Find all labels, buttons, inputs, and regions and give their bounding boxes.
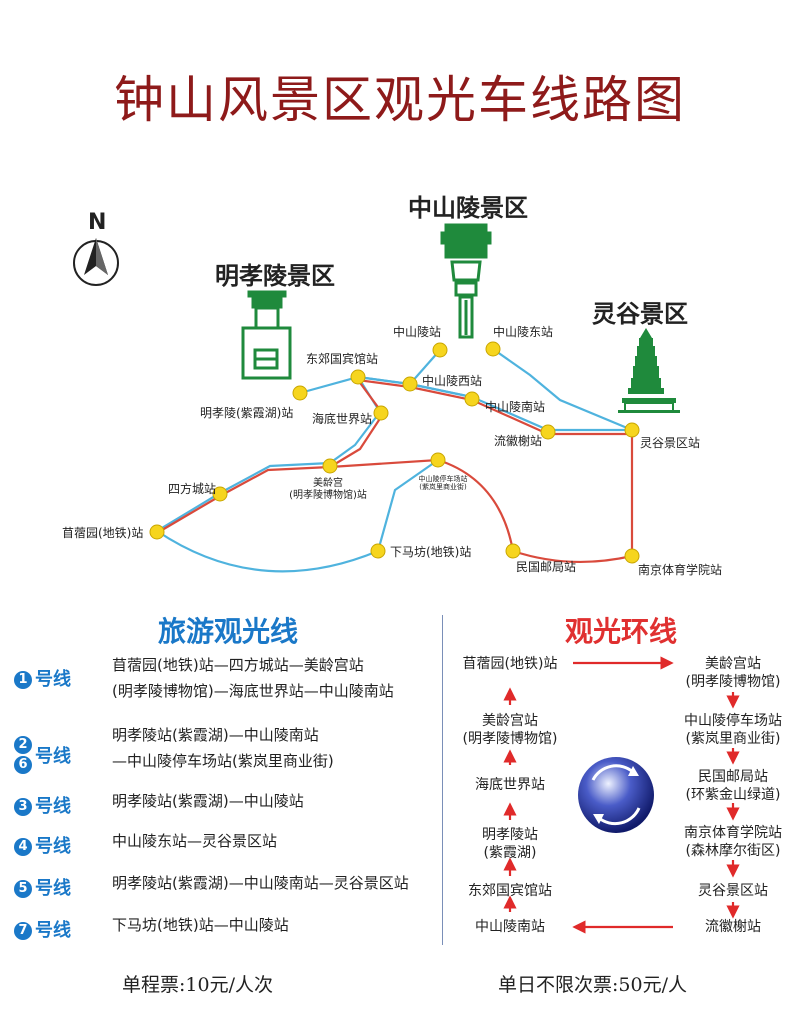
page-title: 钟山风景区观光车线路图 [114, 71, 686, 129]
north-arrow-icon [73, 238, 119, 286]
line-number: 1 [14, 671, 32, 689]
line-number: 7 [14, 922, 32, 940]
line-number: 6 [14, 756, 32, 774]
line-route-text: 中山陵东站—灵谷景区站 [112, 832, 278, 850]
loop-station: 民国邮局站 (环紫金山绿道) [685, 769, 781, 803]
station-meiling: 美龄宫 (明孝陵博物馆)站 [289, 478, 367, 501]
loop-station: 中山陵停车场站 (紫岚里商业街) [684, 713, 782, 747]
area-mingxiaoling: 明孝陵景区 [215, 262, 335, 290]
line-number: 3 [14, 798, 32, 816]
station-xiamafang: 下马坊(地铁)站 [390, 545, 472, 559]
zhongshanling-mausoleum-icon [440, 223, 492, 339]
line-label: 号线 [35, 878, 71, 899]
station-linggu: 灵谷景区站 [640, 436, 701, 450]
area-linggu: 灵谷景区 [592, 300, 688, 328]
area-zhongshanling: 中山陵景区 [408, 194, 528, 222]
fare-day: 单日不限次票:50元/人 [498, 974, 687, 996]
station-sports: 南京体育学院站 [638, 563, 723, 577]
line-route-text: (明孝陵博物馆)—海底世界站—中山陵南站 [112, 682, 394, 700]
station-post: 民国邮局站 [516, 560, 577, 574]
loop-station: 中山陵南站 [475, 919, 545, 935]
line-route-text: 明孝陵站(紫霞湖)—中山陵站 [112, 792, 304, 810]
loop-station: 灵谷景区站 [698, 883, 768, 899]
line-route-text: 下马坊(地铁)站—中山陵站 [112, 916, 289, 934]
loop-station: 南京体育学院站 (森林摩尔街区) [684, 825, 782, 859]
line-label: 号线 [35, 746, 71, 767]
station-zhongshanling-south: 中山陵南站 [485, 400, 546, 414]
station-parking: 中山陵停车场站 (紫岚里商业街) [418, 475, 468, 492]
station-muxuyuan: 苜蓿园(地铁)站 [62, 526, 144, 540]
north-label: N [88, 210, 107, 235]
station-zhongshanling: 中山陵站 [393, 325, 442, 339]
mingxiaoling-gate-icon [241, 290, 292, 380]
loop-station: 苜蓿园(地铁)站 [462, 656, 558, 672]
line-route-text: —中山陵停车场站(紫岚里商业街) [112, 752, 334, 770]
loop-line-title: 观光环线 [565, 615, 678, 648]
station-dongjiao: 东郊国宾馆站 [306, 352, 379, 366]
loop-orb-icon [578, 757, 654, 833]
loop-station: 美龄宫站 (明孝陵博物馆) [462, 713, 558, 747]
tour-lines-title: 旅游观光线 [158, 615, 299, 648]
line-number: 2 [14, 736, 32, 754]
line-number: 4 [14, 838, 32, 856]
line-route-text: 明孝陵站(紫霞湖)—中山陵南站 [112, 726, 319, 744]
loop-station: 美龄宫站 (明孝陵博物馆) [685, 656, 781, 690]
station-haidi: 海底世界站 [312, 412, 373, 426]
line-route-text: 明孝陵站(紫霞湖)—中山陵南站—灵谷景区站 [112, 874, 409, 892]
line-number: 5 [14, 880, 32, 898]
station-mingxiaoling: 明孝陵(紫霞湖)站 [200, 406, 294, 420]
blue-route-lines [156, 348, 633, 573]
loop-station: 明孝陵站 (紫霞湖) [482, 827, 538, 861]
divider [442, 615, 443, 945]
loop-station: 流徽榭站 [705, 919, 761, 935]
line-label: 号线 [35, 669, 71, 690]
station-dots [149, 341, 640, 564]
loop-station: 东郊国宾馆站 [468, 883, 552, 899]
line-route-text: 苜蓿园(地铁)站—四方城站—美龄宫站 [112, 656, 364, 674]
fare-single: 单程票:10元/人次 [122, 974, 273, 996]
linggu-pagoda-icon [618, 328, 680, 413]
line-label: 号线 [35, 920, 71, 941]
station-sifangcheng: 四方城站 [168, 482, 217, 496]
route-map [73, 223, 680, 573]
loop-station: 海底世界站 [475, 777, 545, 793]
station-zhongshanling-west: 中山陵西站 [422, 374, 483, 388]
line-label: 号线 [35, 796, 71, 817]
station-liuhui: 流徽榭站 [494, 434, 543, 448]
station-zhongshanling-east: 中山陵东站 [493, 325, 554, 339]
loop-diagram [503, 656, 740, 934]
line-label: 号线 [35, 836, 71, 857]
